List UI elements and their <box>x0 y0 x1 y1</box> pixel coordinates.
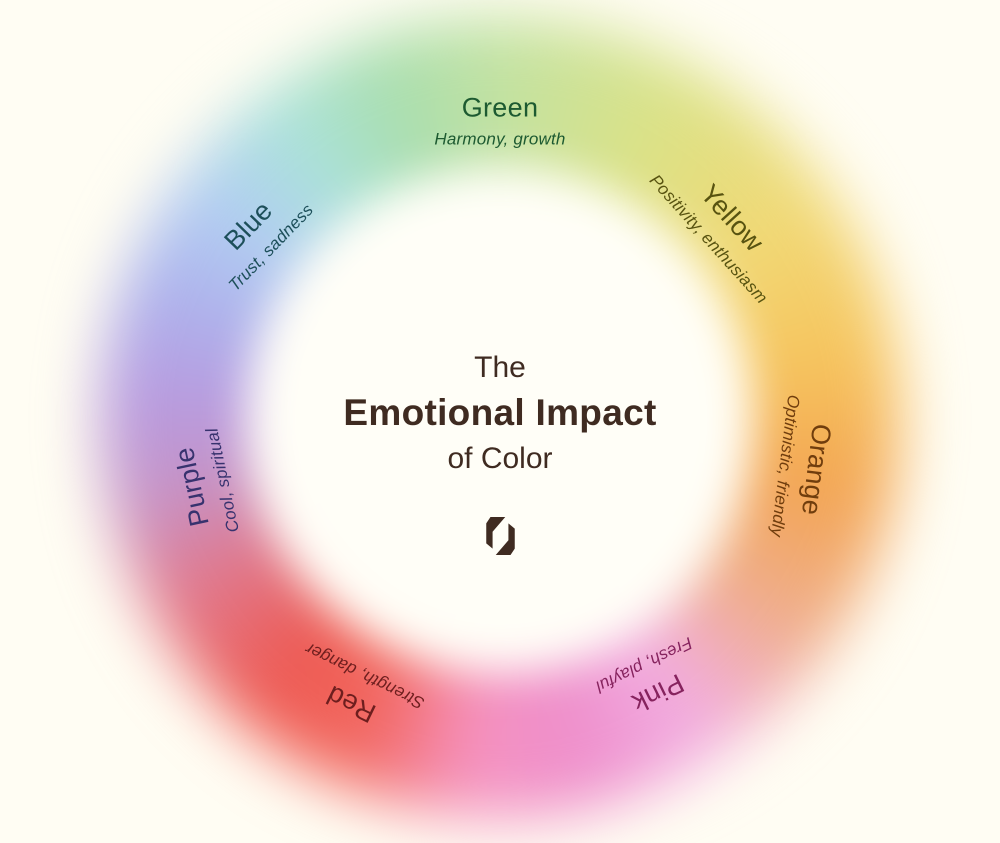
title-line-of-color: of Color <box>447 442 553 475</box>
brand-mark-icon <box>485 517 515 555</box>
title-line-emotional-impact: Emotional Impact <box>343 392 657 433</box>
ring-inner-hole <box>246 166 754 674</box>
center-title-block: The Emotional Impact of Color <box>0 350 1000 560</box>
color-label-green: Green Harmony, growth <box>434 93 565 150</box>
brand-logo <box>0 517 1000 560</box>
color-name-green: Green <box>461 92 539 123</box>
color-traits-green: Harmony, growth <box>434 129 566 149</box>
title-line-the: The <box>474 351 526 384</box>
